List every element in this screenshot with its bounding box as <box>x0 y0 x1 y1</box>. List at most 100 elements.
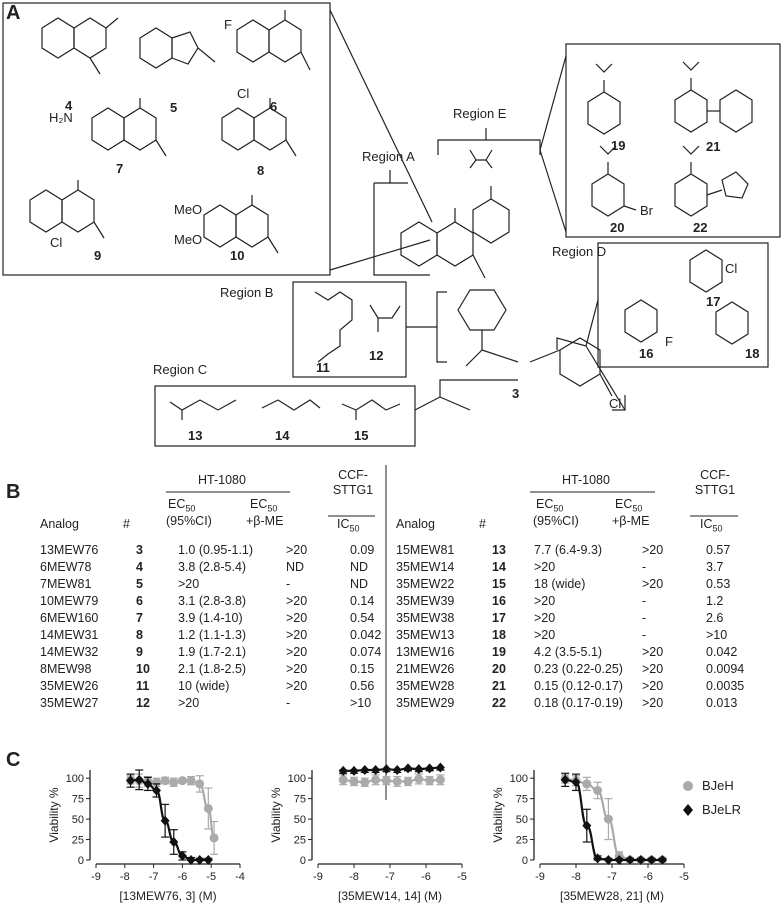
ic50-cell: 0.09 <box>350 542 375 557</box>
analog-cell: 13MEW16 <box>396 644 455 659</box>
data-point-bjelr <box>593 853 603 864</box>
ec50-cell: 7.7 (6.4-9.3) <box>534 542 603 557</box>
y-tick-label: 0 <box>522 855 528 867</box>
data-point-bjelr <box>403 763 413 774</box>
x-tick-label: -5 <box>679 871 689 883</box>
analog-cell: 14MEW32 <box>40 644 99 659</box>
data-point-bjelr <box>435 762 445 773</box>
x-axis-label: [13MEW76, 3] (M) <box>119 889 216 903</box>
ec50-bme-cell: >20 <box>286 610 308 625</box>
x-tick-label: -7 <box>149 871 159 883</box>
ec50-cell: >20 <box>534 593 556 608</box>
data-point-bjelr <box>134 774 144 785</box>
data-point-bjelr <box>625 855 635 865</box>
x-tick-label: -9 <box>91 871 101 883</box>
x-tick-label: -9 <box>313 871 323 883</box>
compound-17-label: 17 <box>706 294 721 309</box>
ec50-cell: 1.2 (1.1-1.3) <box>178 627 247 642</box>
analog-cell: 14MEW31 <box>40 627 99 642</box>
compound-10-label: 10 <box>230 248 245 263</box>
ec50-bme-cell: >20 <box>642 678 664 693</box>
chloro-label-9: Cl <box>50 235 63 250</box>
region-d-box <box>597 242 769 368</box>
ic50-cell: 0.074 <box>350 644 382 659</box>
analog-cell: 35MEW26 <box>40 678 99 693</box>
ic50-cell: 0.56 <box>350 678 375 693</box>
data-point-bjelr <box>381 764 391 775</box>
ic50-cell: 0.042 <box>350 627 382 642</box>
compound-number-cell: 17 <box>492 610 506 625</box>
right-ec50-bme-header: EC50 <box>615 497 643 514</box>
y-tick-label: 75 <box>516 794 528 806</box>
region-c-label: Region C <box>153 362 208 377</box>
data-point-bjelr <box>360 765 370 775</box>
data-point-bjelr <box>349 765 359 776</box>
compound-number-cell: 11 <box>136 678 150 693</box>
y-tick-label: 100 <box>510 773 528 785</box>
ic50-cell: 2.6 <box>706 610 724 625</box>
analog-cell: 35MEW27 <box>40 695 99 710</box>
y-tick-label: 100 <box>288 773 306 785</box>
compound-6-label: 6 <box>270 99 278 114</box>
compound-21-label: 21 <box>706 139 721 154</box>
ec50-bme-cell: >20 <box>642 661 664 676</box>
ec50-cell: >20 <box>178 576 200 591</box>
analog-cell: 35MEW28 <box>396 678 455 693</box>
compound-19-label: 19 <box>611 138 626 153</box>
x-axis-label: [35MEW14, 14] (M) <box>338 889 442 903</box>
x-axis-label: [35MEW28, 21] (M) <box>560 889 664 903</box>
data-point-bjelr <box>636 855 646 865</box>
data-point-bjelr <box>414 764 424 775</box>
fit-curve-bjelr <box>565 778 663 862</box>
analog-cell: 35MEW38 <box>396 610 455 625</box>
right-num-header: # <box>479 517 486 531</box>
data-point-bjeh <box>169 777 179 787</box>
region-e-box <box>565 43 781 238</box>
compound-number-cell: 4 <box>136 559 143 574</box>
right-ec50-ci: (95%CI) <box>533 514 579 528</box>
ec50-cell: >20 <box>534 559 556 574</box>
x-tick-label: -6 <box>421 871 431 883</box>
compound-number-cell: 9 <box>136 644 143 659</box>
compound-15-label: 15 <box>354 428 369 443</box>
data-point-bjelr <box>582 820 592 831</box>
chloro-label-8: Cl <box>237 86 250 101</box>
fluoro-label-6: F <box>224 17 232 32</box>
compound-8-label: 8 <box>257 163 265 178</box>
compound-number-cell: 22 <box>492 695 506 710</box>
compound-16-label: 16 <box>639 346 654 361</box>
data-point-bjelr <box>571 777 581 788</box>
compound-14-label: 14 <box>275 428 290 443</box>
data-point-bjelr <box>560 774 570 785</box>
ec50-bme-cell: - <box>642 627 647 642</box>
ec50-cell: 3.1 (2.8-3.8) <box>178 593 247 608</box>
ic50-cell: ND <box>350 576 369 591</box>
data-point-bjelr <box>338 765 348 776</box>
compound-number-cell: 16 <box>492 593 506 608</box>
ec50-bme-cell: - <box>642 610 647 625</box>
data-point-bjelr <box>647 855 657 865</box>
left-bme-label: +β-ME <box>246 514 284 528</box>
data-point-bjeh <box>209 833 219 843</box>
analog-cell: 13MEW76 <box>40 542 99 557</box>
data-point-bjeh <box>582 779 592 789</box>
data-point-bjeh <box>360 777 370 787</box>
analog-cell: 35MEW29 <box>396 695 455 710</box>
analog-cell: 7MEW81 <box>40 576 92 591</box>
ic50-cell: 0.0094 <box>706 661 745 676</box>
data-point-bjelr <box>603 855 613 865</box>
compound-22-label: 22 <box>693 220 708 235</box>
x-tick-label: -6 <box>643 871 653 883</box>
y-axis-label: Viability % <box>269 787 283 842</box>
ec50-bme-cell: >20 <box>286 542 308 557</box>
ec50-cell: 1.9 (1.7-2.1) <box>178 644 247 659</box>
